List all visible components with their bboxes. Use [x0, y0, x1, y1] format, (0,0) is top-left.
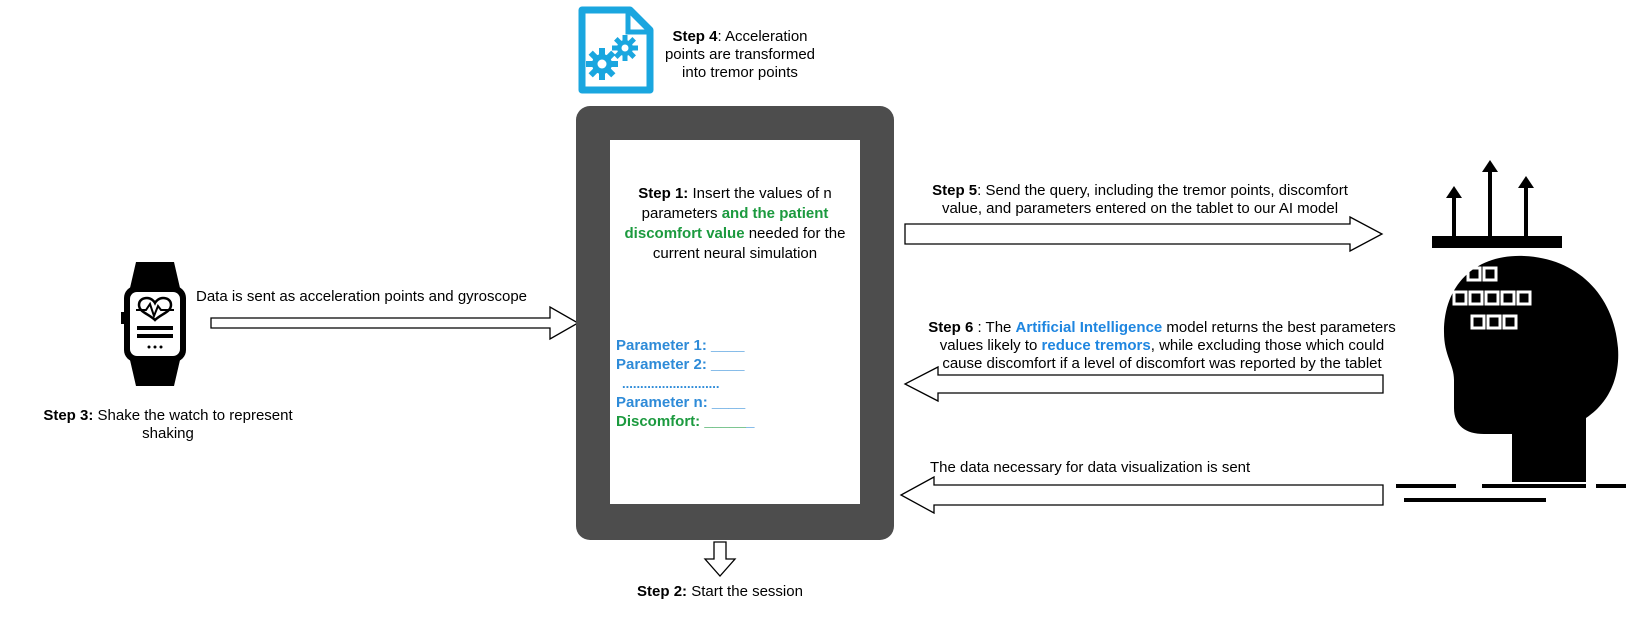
parameter-1-field[interactable]: Parameter 1: ____	[616, 337, 745, 354]
watch-arrow-label: Data is sent as acceleration points and …	[196, 288, 528, 305]
smartwatch-heart-icon	[121, 262, 186, 386]
tablet-screen	[610, 140, 860, 504]
step2-caption: Step 2: Start the session	[637, 583, 803, 600]
step1-instructions: Step 1: Insert the values of n parameter…	[624, 185, 846, 262]
discomfort-blank-end: _	[746, 413, 755, 430]
step4-caption: Step 4: Acceleration points are transfor…	[664, 28, 816, 81]
discomfort-blank: _____	[704, 413, 747, 430]
arrow-ai-to-tablet-step6	[903, 365, 1384, 403]
step5-caption: Step 5: Send the query, including the tr…	[932, 182, 1348, 217]
arrow-ai-to-tablet-visualization	[899, 475, 1384, 515]
visualization-label: The data necessary for data visualizatio…	[930, 459, 1251, 476]
parameter-form: Parameter 1: ____ Parameter 2: ____ ....…	[616, 336, 856, 431]
discomfort-field[interactable]: Discomfort: ______	[616, 412, 856, 431]
discomfort-label: Discomfort:	[616, 413, 705, 430]
ai-head-icon	[1396, 160, 1626, 502]
arrow-step2-down	[703, 541, 737, 577]
step3-caption: Step 3: Shake the watch to represent sha…	[43, 407, 293, 442]
parameter-n-field[interactable]: Parameter n: ____	[616, 394, 746, 411]
settings-gears-file-icon	[578, 6, 654, 94]
parameter-2-field[interactable]: Parameter 2: ____	[616, 356, 745, 373]
parameter-dots: ...........................	[622, 376, 720, 391]
arrow-watch-to-tablet	[210, 305, 580, 341]
arrow-tablet-to-ai	[904, 215, 1384, 253]
step6-caption: Step 6 : The Artificial Intelligence mod…	[928, 319, 1396, 372]
